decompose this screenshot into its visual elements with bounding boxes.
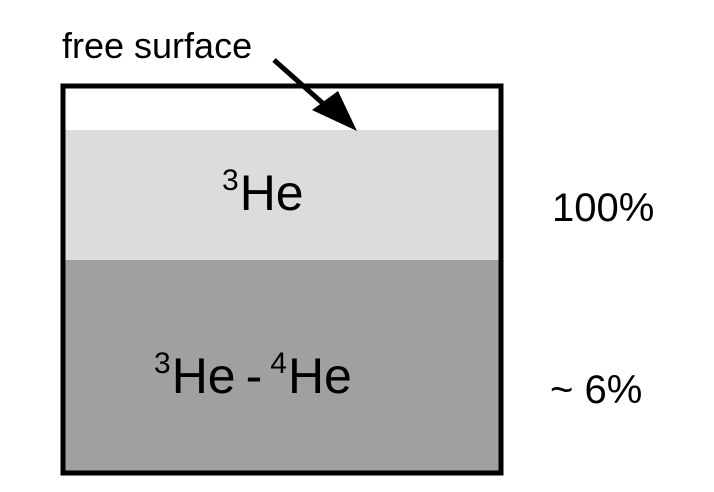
mixture-second-element-symbol: He: [287, 348, 352, 404]
he3-he4-lower-phase: [64, 260, 500, 472]
he3-upper-phase: [64, 130, 500, 260]
upper-phase-concentration: 100%: [552, 186, 655, 230]
free-surface-label: free surface: [62, 25, 253, 66]
container-outline: [60, 83, 504, 476]
he3-mass-number: 3: [222, 164, 239, 197]
lower-phase-concentration: ~ 6%: [550, 368, 643, 412]
mixture-first-element-symbol: He: [171, 348, 236, 404]
mixture-separator: -: [245, 348, 263, 404]
mixture-first-mass-number: 3: [154, 347, 171, 380]
mixture-second-mass-number: 4: [270, 347, 287, 380]
free-surface-arrow-icon: [272, 58, 357, 131]
he3-he4-mixture-label: 3He-4He: [154, 348, 352, 404]
he3-phase-label: 3He: [222, 165, 304, 221]
he3-element-symbol: He: [239, 165, 304, 221]
